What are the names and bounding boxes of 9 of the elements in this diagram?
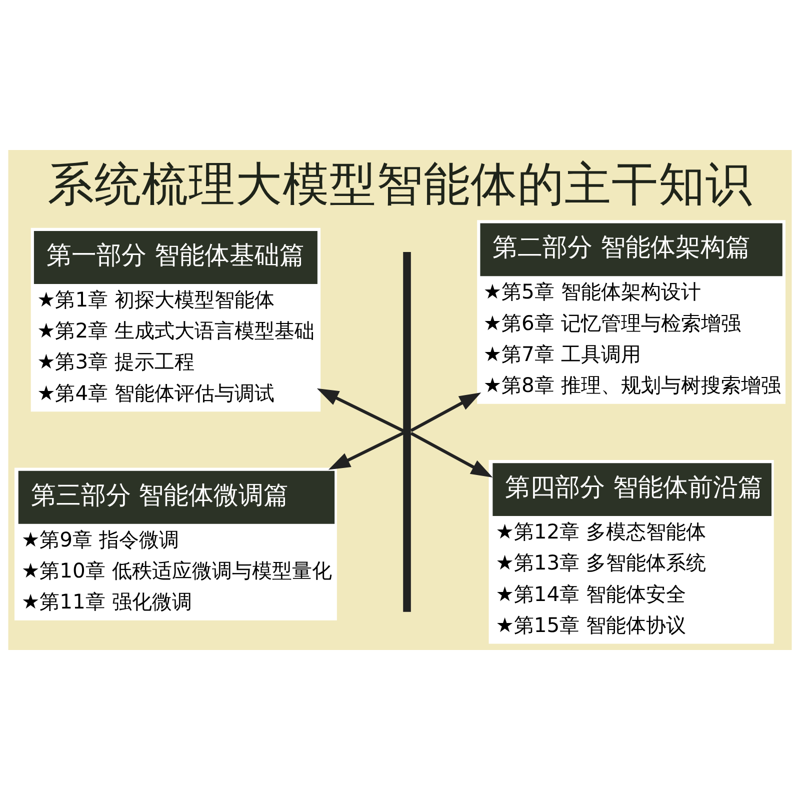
node-bar xyxy=(403,252,411,612)
arrow xyxy=(328,431,404,470)
node-box: 第二部分 智能体架构篇 ★第5章 智能体架构设计 ★第6章 记忆管理与检索增强 ★第7章 工具调用 ★第8章 推理、规划与树搜索增强 xyxy=(477,220,786,404)
arrow xyxy=(316,388,404,432)
diagram-title: 系统梳理大模型智能体的主干知识 xyxy=(48,158,752,212)
node-box: 第一部分 智能体基础篇 ★第1章 初探大模型智能体 ★第2章 生成式大语言模型基础 ★第3章 提示工程 ★第4章 智能体评估与调试 xyxy=(30,228,321,412)
arrow xyxy=(410,392,482,432)
node-box: 第四部分 智能体前沿篇 ★第12章 多模态智能体 ★第13章 多智能体系统 ★第14章 智能体安全 ★第15章 智能体协议 xyxy=(488,460,774,644)
arrow xyxy=(410,432,493,478)
